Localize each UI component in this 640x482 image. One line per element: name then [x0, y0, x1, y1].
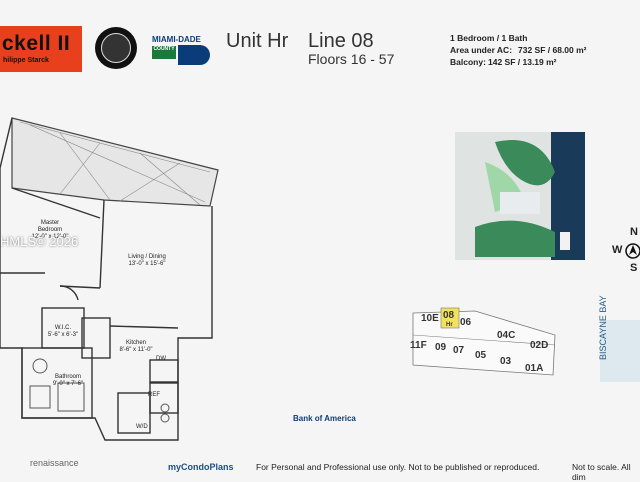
appliance-ref: REF: [148, 392, 160, 398]
developer-logo: renaissance: [30, 458, 79, 468]
compass-north: N: [630, 226, 638, 238]
compass-south: S: [630, 262, 638, 274]
site-map: [455, 132, 585, 260]
room-master-bedroom: Master Bedroom 12'-0" x 12'-0": [20, 220, 80, 241]
unit-08-highlight: 08: [443, 310, 455, 321]
room-kitchen-name: Kitchen: [125, 340, 146, 346]
city-seal-icon: [95, 27, 137, 69]
bay-label: BISCAYNE BAY: [598, 295, 608, 360]
bank-of-america-logo: Bank of America: [293, 414, 356, 423]
floor-plan: [0, 117, 219, 441]
mycondoplans-logo: myCondoPlans: [168, 462, 234, 472]
compass-west: W: [612, 244, 623, 256]
unit-04c: 04C: [497, 330, 516, 341]
unit-title: Unit Hr: [226, 30, 289, 52]
spec-bed-bath: 1 Bedroom / 1 Bath: [450, 33, 528, 43]
unit-10e: 10E: [421, 313, 439, 324]
unit-07: 07: [453, 345, 465, 356]
spec-balcony-label: Balcony:: [450, 57, 486, 67]
unit-08-sub: Hr: [446, 322, 453, 328]
disclaimer-text: For Personal and Professional use only. …: [256, 462, 540, 472]
unit-06: 06: [460, 317, 472, 328]
unit-03: 03: [500, 356, 512, 367]
mls-watermark: HMLS© 2026: [0, 234, 79, 249]
room-living-size: 13'-0" x 15'-6": [128, 261, 166, 267]
brand-logo: ckell II hilippe Starck: [0, 26, 82, 72]
brand-name: ckell II: [2, 32, 71, 55]
room-kitchen-size: 8'-6" x 11'-0": [119, 347, 153, 353]
compass-icon: N W S: [612, 226, 640, 276]
floors-range: Floors 16 - 57: [308, 51, 395, 67]
room-wic-name: W.I.C.: [54, 325, 72, 331]
spec-area-label: Area under AC:: [450, 45, 513, 55]
room-living-dining: Living / Dining 13'-0" x 15'-6": [112, 254, 182, 268]
room-master-size: 12'-0" x 12'-0": [31, 234, 69, 240]
unit-02d: 02D: [530, 340, 549, 351]
biscayne-bay: BISCAYNE BAY: [598, 295, 640, 382]
room-wic-size: 5'-6" x 6'-3": [47, 332, 79, 338]
spec-area-value: 732 SF / 68.00 m²: [518, 45, 587, 55]
spec-balcony-value: 142 SF / 13.19 m²: [488, 57, 557, 67]
miami-dade-logo: MIAMI-DADE COUNTY: [152, 35, 210, 65]
line-title: Line 08: [308, 30, 374, 52]
room-bathroom-name: Bathroom: [54, 374, 81, 380]
scale-note: Not to scale. All dim: [572, 462, 631, 482]
unit-09: 09: [435, 342, 447, 353]
appliance-dw: DW: [156, 356, 166, 362]
room-master-type: Bedroom: [37, 227, 63, 233]
unit-05: 05: [475, 350, 487, 361]
unit-11f: 11F: [410, 340, 427, 351]
county-name-bottom: COUNTY: [152, 46, 176, 59]
county-name-top: MIAMI-DADE: [152, 35, 201, 44]
room-wic: W.I.C. 5'-6" x 6'-3": [40, 325, 86, 339]
key-plan: [412, 307, 556, 376]
room-bathroom: Bathroom 9'-0" x 7'-6": [40, 374, 96, 388]
brand-subtitle: hilippe Starck: [3, 57, 49, 64]
room-master-name: Master: [40, 220, 60, 226]
unit-01a: 01A: [525, 363, 544, 374]
appliance-wd: W/D: [136, 424, 148, 430]
room-kitchen: Kitchen 8'-6" x 11'-0": [108, 340, 164, 354]
room-living-name: Living / Dining: [128, 254, 166, 260]
room-bathroom-size: 9'-0" x 7'-6": [52, 381, 84, 387]
